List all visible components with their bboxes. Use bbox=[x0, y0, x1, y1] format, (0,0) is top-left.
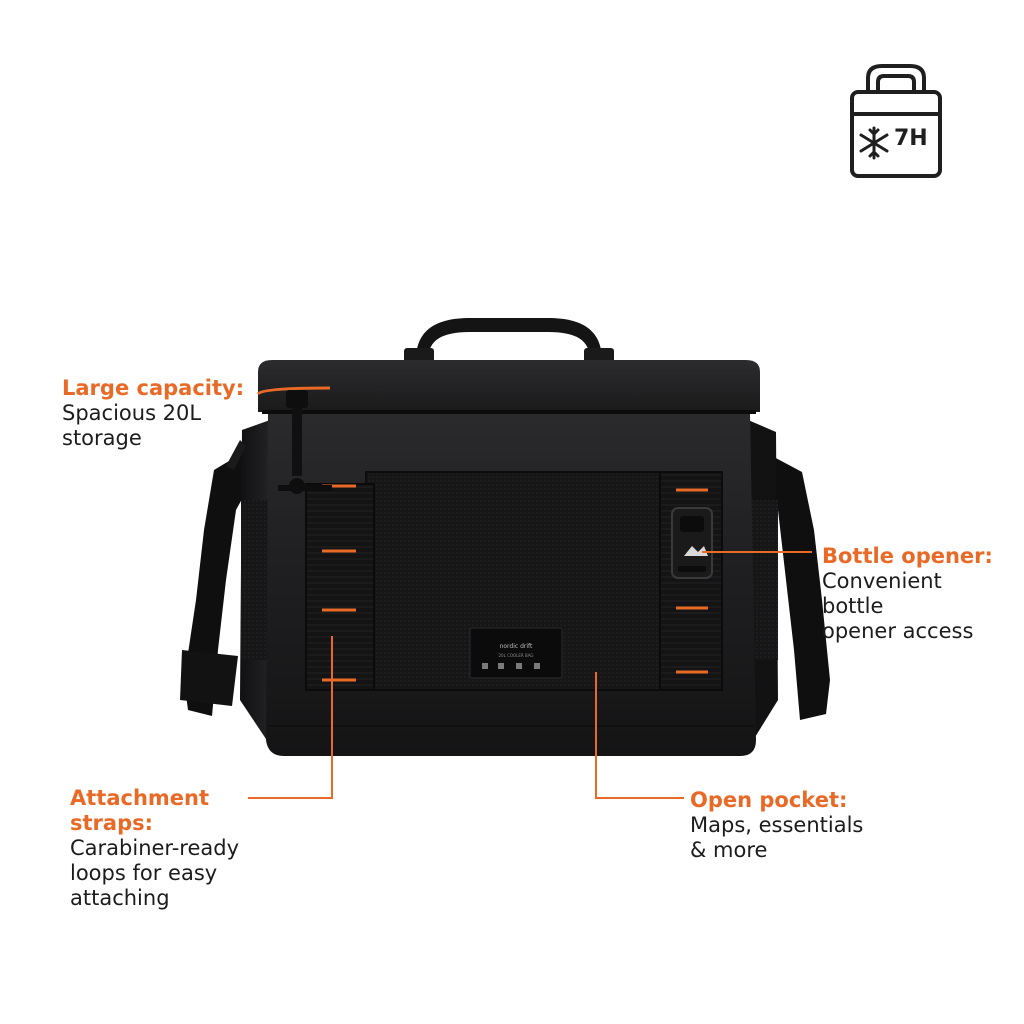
leader-line-pocket bbox=[595, 672, 684, 799]
leader-line-straps bbox=[248, 636, 333, 799]
cooling-hours-text: 7H bbox=[894, 126, 928, 151]
attachment-strap-left bbox=[306, 484, 374, 690]
attachment-strap-right bbox=[660, 472, 722, 690]
callout-heading: Attachment bbox=[70, 786, 210, 810]
snowflake-icon bbox=[859, 126, 889, 160]
cooler-bag-icon bbox=[850, 64, 942, 178]
side-mesh-left bbox=[241, 500, 269, 660]
shoulder-strap-left bbox=[184, 452, 248, 716]
callout-body-line: loops for easy bbox=[70, 861, 218, 885]
callout-body-line: Convenient bbox=[822, 569, 942, 593]
bottle-opener-buckle bbox=[671, 507, 713, 579]
callout-body-line: storage bbox=[62, 426, 142, 450]
bag-lid bbox=[258, 360, 760, 412]
callout-body-line: & more bbox=[690, 838, 768, 862]
callout-body-line: opener access bbox=[822, 619, 974, 643]
brand-label-subtitle: 20L COOLER BAG bbox=[499, 653, 534, 658]
zipper-pull bbox=[278, 390, 332, 494]
callout-heading: Large capacity: bbox=[62, 376, 245, 400]
shoulder-strap-left-pad bbox=[180, 650, 238, 706]
callout-body-line: Carabiner-ready bbox=[70, 836, 240, 860]
callout-heading: Bottle opener: bbox=[822, 544, 993, 568]
callout-attachment-straps: Attachment straps: Carabiner-ready loops… bbox=[70, 786, 270, 911]
side-mesh-right bbox=[750, 500, 778, 660]
callout-body-line: Spacious 20L bbox=[62, 401, 202, 425]
callout-body-line: Maps, essentials bbox=[690, 813, 864, 837]
callout-open-pocket: Open pocket: Maps, essentials & more bbox=[690, 788, 910, 863]
brand-label-text: nordic drift bbox=[500, 643, 533, 650]
callout-body-line: attaching bbox=[70, 886, 170, 910]
carry-handle bbox=[416, 318, 602, 360]
shoulder-strap-right bbox=[768, 456, 830, 720]
callout-bottle-opener: Bottle opener: Convenient bottle opener … bbox=[822, 544, 1022, 644]
callout-heading: straps: bbox=[70, 811, 153, 835]
callout-large-capacity: Large capacity: Spacious 20L storage bbox=[62, 376, 282, 451]
callout-heading: Open pocket: bbox=[690, 788, 848, 812]
callout-body-line: bottle bbox=[822, 594, 884, 618]
